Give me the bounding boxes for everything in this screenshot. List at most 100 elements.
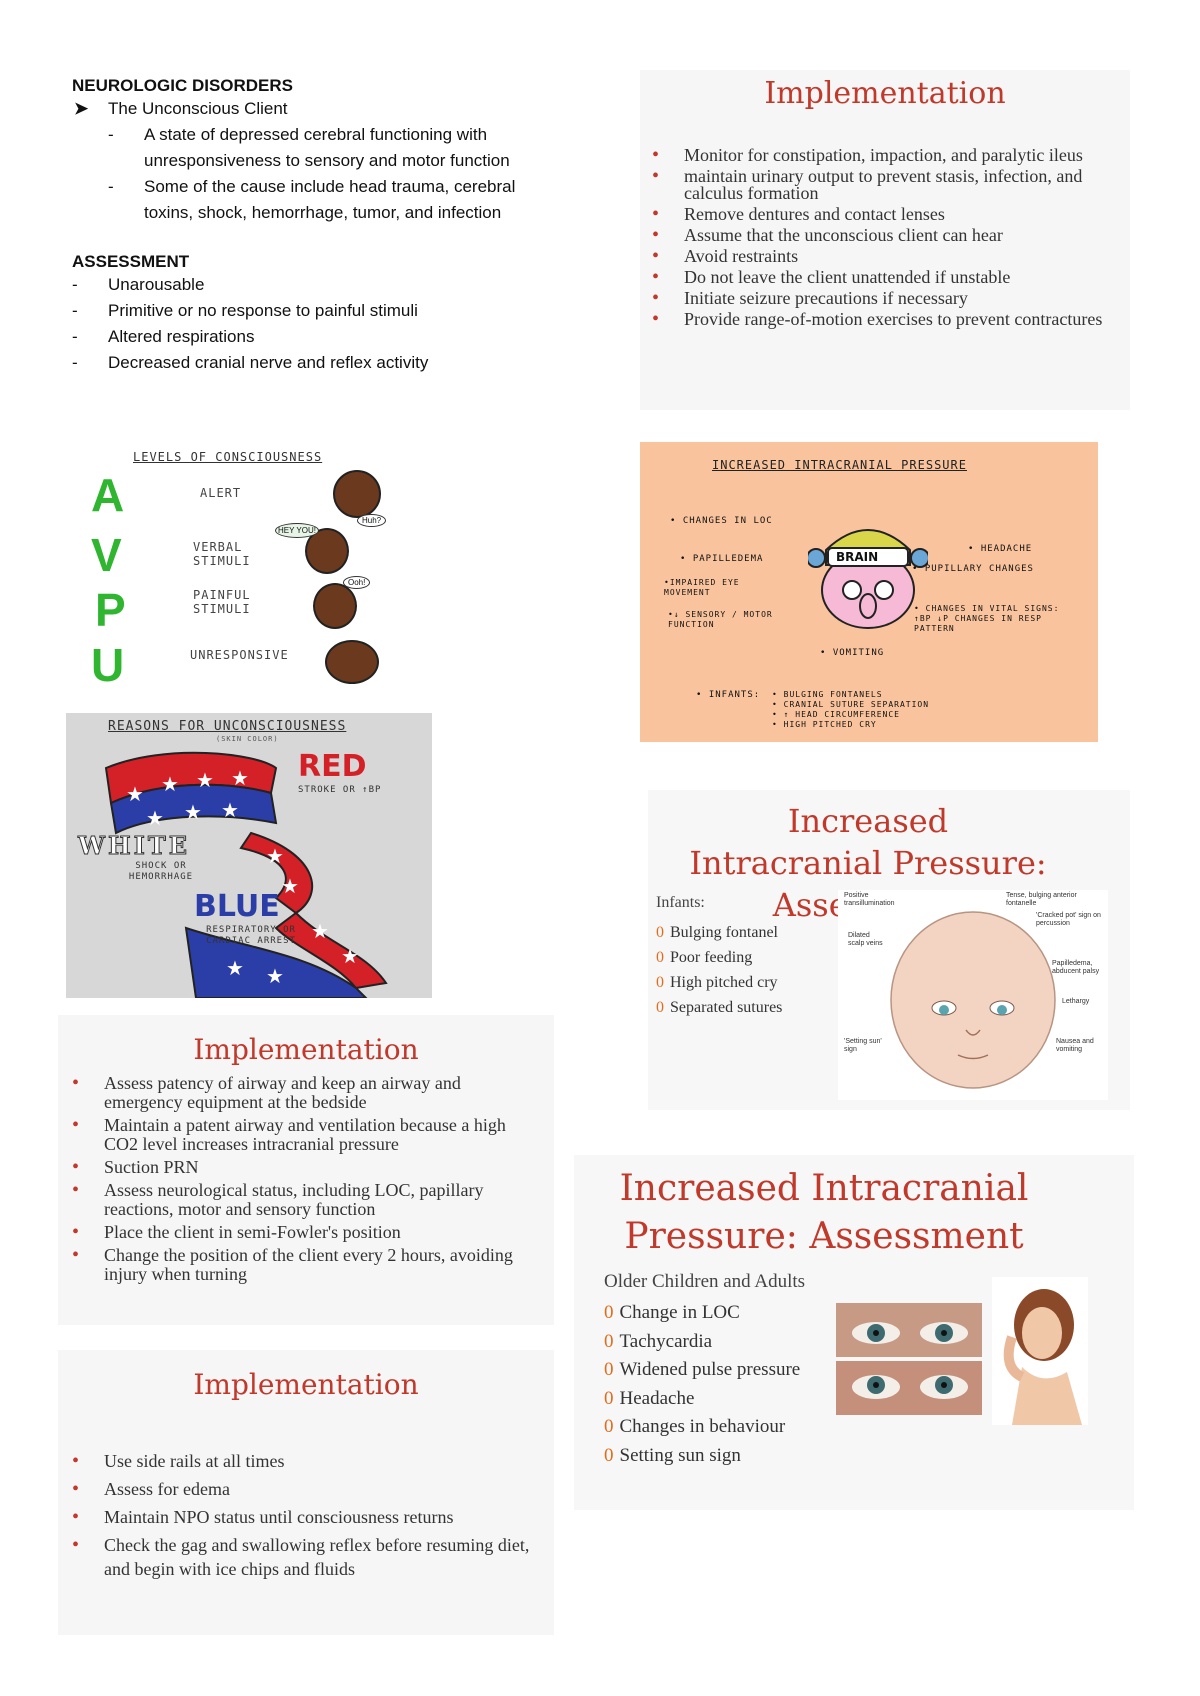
avpu-label-verbal: VERBAL STIMULI bbox=[193, 540, 251, 568]
sub-item: A state of depressed cerebral functionin… bbox=[108, 122, 538, 174]
implementation-slide-2: Implementation Use side rails at all tim… bbox=[58, 1350, 554, 1635]
assessment-item: Unarousable bbox=[72, 272, 572, 298]
svg-text:★: ★ bbox=[266, 964, 284, 988]
icp-assessment-adults-slide: Increased Intracranial Pressure: Assessm… bbox=[574, 1155, 1134, 1510]
svg-text:★: ★ bbox=[231, 766, 249, 790]
list-item: Suction PRN bbox=[66, 1158, 536, 1178]
svg-text:★: ★ bbox=[226, 956, 244, 980]
svg-text:★: ★ bbox=[221, 798, 239, 822]
rwb-red-label: RED bbox=[298, 749, 367, 784]
arrow-item: ➤ The Unconscious Client bbox=[72, 96, 572, 122]
sub-item: Some of the cause include head trauma, c… bbox=[108, 174, 538, 226]
slide-title: Implementation bbox=[193, 1368, 419, 1401]
zero-bullet: 0 bbox=[656, 999, 664, 1016]
svg-text:★: ★ bbox=[266, 844, 284, 868]
rwb-blue-sub: RESPIRATORY OR CARDIAC ARREST bbox=[206, 925, 296, 946]
avpu-image: LEVELS OF CONSCIOUSNESS A V P U ALERT VE… bbox=[85, 448, 410, 698]
infants-group-label: Infants: bbox=[656, 894, 705, 911]
face-painful-icon bbox=[313, 583, 357, 629]
list-item: Initiate seizure precautions if necessar… bbox=[646, 289, 1106, 307]
face-alert-icon bbox=[333, 470, 381, 518]
avpu-letter-p: P bbox=[95, 584, 126, 636]
avpu-letter-u: U bbox=[91, 639, 125, 691]
assessment-heading: ASSESSMENT bbox=[72, 252, 190, 271]
face-unresponsive-icon bbox=[325, 640, 379, 684]
list-item: Check the gag and swallowing reflex befo… bbox=[66, 1533, 536, 1581]
implementation-list: Monitor for constipation, impaction, and… bbox=[646, 146, 1106, 328]
zero-bullet: 0 bbox=[604, 1330, 614, 1352]
woman-headache-photo-image bbox=[992, 1277, 1088, 1425]
icp-assessment-infants-slide: Increased Intracranial Pressure: Assessm… bbox=[648, 790, 1130, 1110]
list-item: Maintain a patent airway and ventilation… bbox=[66, 1116, 536, 1154]
rwb-title: REASONS FOR UNCONSCIOUSNESS bbox=[108, 719, 347, 734]
implementation-list: Use side rails at all times Assess for e… bbox=[66, 1449, 536, 1581]
baby-face-icon bbox=[890, 911, 1056, 1089]
icp-infant-item: • BULGING FONTANELS bbox=[772, 690, 883, 699]
slide-title: Increased Intracranial Pressure: Assessm… bbox=[619, 1168, 1029, 1257]
rwb-white-label: WHITE bbox=[77, 831, 191, 861]
adults-group-label: Older Children and Adults bbox=[604, 1271, 806, 1292]
assessment-item: Decreased cranial nerve and reflex activ… bbox=[72, 350, 572, 376]
baby-label: Tense, bulging anterior fontanelle bbox=[1006, 892, 1077, 907]
list-item: Avoid restraints bbox=[646, 247, 1106, 265]
zero-bullet: 0 bbox=[604, 1359, 614, 1380]
eyes-icon bbox=[852, 1375, 968, 1399]
icp-label: • PUPILLARY CHANGES bbox=[912, 564, 1034, 574]
avpu-title: LEVELS OF CONSCIOUSNESS bbox=[133, 450, 323, 464]
slide-title: Implementation bbox=[764, 76, 1006, 111]
zero-bullet: 0 bbox=[604, 1444, 614, 1466]
icp-label: • CHANGES IN LOC bbox=[670, 516, 773, 526]
baby-label: 'Cracked pot' sign on percussion bbox=[1036, 912, 1101, 927]
head-brain-icon bbox=[808, 529, 928, 629]
zero-bullet: 0 bbox=[604, 1387, 614, 1409]
left-text-block: NEUROLOGIC DISORDERS ➤ The Unconscious C… bbox=[72, 76, 572, 376]
flag-ribbon-icon: ★★★★ ★★★ ★★★★ ★★ bbox=[104, 751, 388, 998]
list-item: maintain urinary output to prevent stasi… bbox=[646, 167, 1106, 202]
icp-drawing-title: INCREASED INTRACRANIAL PRESSURE bbox=[712, 458, 967, 472]
svg-text:★: ★ bbox=[196, 768, 214, 792]
list-item: Assess for edema bbox=[66, 1477, 536, 1501]
eyes-icon bbox=[852, 1322, 968, 1344]
icp-label: • VOMITING bbox=[820, 648, 885, 658]
baby-label: Positive transillumination bbox=[844, 892, 895, 907]
icp-infants-label: • INFANTS: bbox=[696, 690, 761, 700]
rwb-white-sub: SHOCK OR HEMORRHAGE bbox=[128, 861, 194, 882]
avpu-letter-a: A bbox=[91, 469, 125, 521]
implementation-slide-1: Implementation Assess patency of airway … bbox=[58, 1015, 554, 1325]
baby-label: Nausea and vomiting bbox=[1056, 1038, 1094, 1053]
sub-list: A state of depressed cerebral functionin… bbox=[108, 122, 538, 226]
rwb-subtitle: (SKIN COLOR) bbox=[216, 735, 279, 743]
svg-text:★: ★ bbox=[126, 782, 144, 806]
list-item: Use side rails at all times bbox=[66, 1449, 536, 1473]
eyes-photo-image bbox=[836, 1361, 982, 1415]
zero-bullet: 0 bbox=[604, 1416, 614, 1437]
baby-label: Lethargy bbox=[1062, 998, 1090, 1005]
list-item: Do not leave the client unattended if un… bbox=[646, 268, 1106, 286]
speech-bubble: HEY YOU! bbox=[275, 523, 319, 538]
icp-infant-item: • CRANIAL SUTURE SEPARATION bbox=[772, 700, 930, 709]
list-item: Monitor for constipation, impaction, and… bbox=[646, 146, 1106, 164]
reasons-unconsciousness-image: REASONS FOR UNCONSCIOUSNESS (SKIN COLOR)… bbox=[66, 713, 432, 998]
avpu-letter-v: V bbox=[91, 529, 122, 581]
section-heading: NEUROLOGIC DISORDERS bbox=[72, 76, 294, 95]
rwb-blue-label: BLUE bbox=[194, 889, 280, 924]
list-item: Provide range-of-motion exercises to pre… bbox=[646, 310, 1106, 328]
brain-label: BRAIN bbox=[836, 550, 879, 564]
icp-infant-item: • HIGH PITCHED CRY bbox=[772, 720, 877, 729]
zero-bullet: 0 bbox=[656, 949, 664, 966]
implementation-slide-3: Implementation Monitor for constipation,… bbox=[640, 70, 1130, 410]
list-item: Remove dentures and contact lenses bbox=[646, 205, 1106, 223]
svg-text:★: ★ bbox=[184, 800, 202, 824]
avpu-label-unresponsive: UNRESPONSIVE bbox=[190, 648, 289, 662]
list-item: Maintain NPO status until consciousness … bbox=[66, 1505, 536, 1529]
svg-text:★: ★ bbox=[161, 772, 179, 796]
